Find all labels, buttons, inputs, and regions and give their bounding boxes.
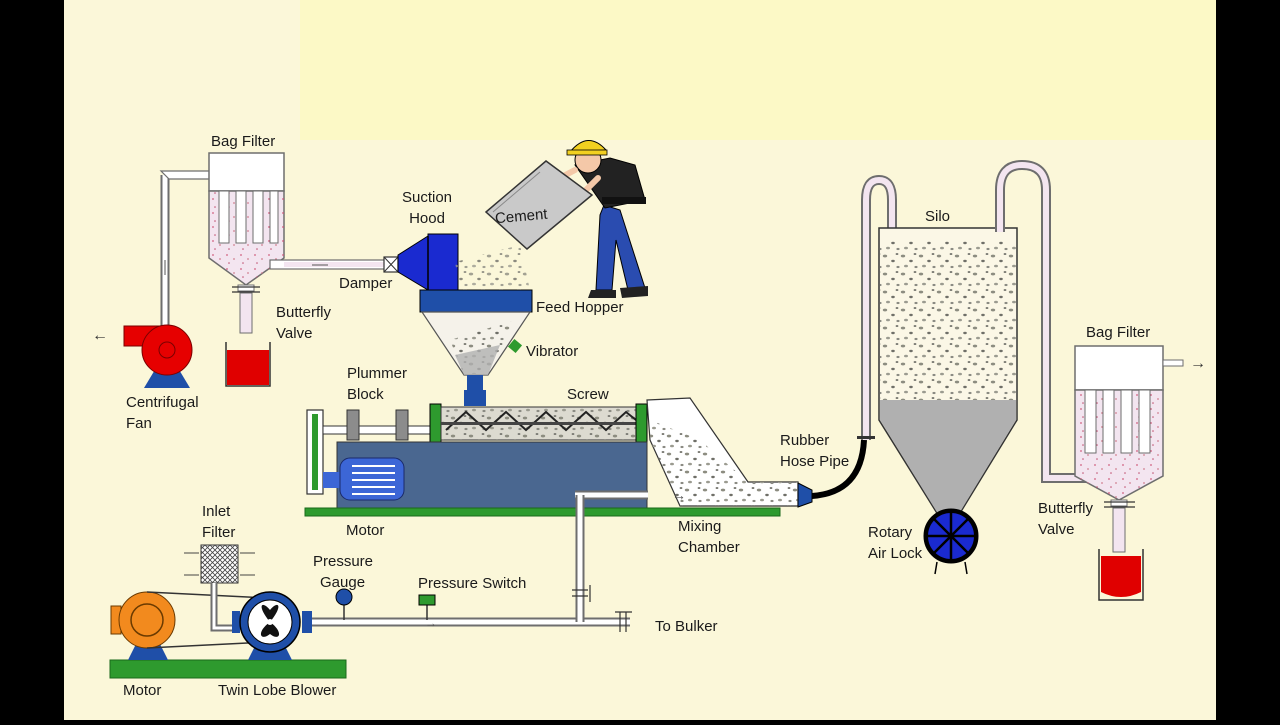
label-pressure-switch: Pressure Switch bbox=[418, 575, 527, 592]
background-top-band bbox=[300, 0, 1216, 140]
inlet-filter bbox=[184, 544, 255, 632]
label-bag-filter-left: Bag Filter bbox=[211, 133, 276, 150]
label-plummer: Plummer bbox=[347, 365, 408, 382]
label-twin-lobe-blower: Twin Lobe Blower bbox=[218, 682, 337, 699]
mixing-chamber bbox=[646, 397, 813, 508]
label-silo: Silo bbox=[925, 208, 951, 225]
rubber-hose-pipe bbox=[811, 439, 867, 499]
label-rubber: Rubber bbox=[780, 432, 830, 449]
suction-pipe bbox=[269, 259, 391, 270]
centrifugal-fan bbox=[123, 324, 193, 388]
silo-feed-pipe bbox=[857, 174, 897, 440]
suction-hood bbox=[397, 233, 459, 291]
label-hood: Hood bbox=[409, 210, 445, 227]
blower-discharge-pipe: → bbox=[312, 495, 632, 632]
bag-filter-right bbox=[1074, 345, 1184, 553]
label-rotary: Rotary bbox=[868, 524, 913, 541]
right-collection-bin bbox=[1098, 549, 1144, 601]
label-bag-filter-right: Bag Filter bbox=[1086, 324, 1151, 341]
feed-hopper bbox=[419, 289, 533, 406]
label-pressure: Pressure bbox=[313, 553, 374, 570]
label-suction: Suction bbox=[401, 189, 453, 206]
svg-text:→: → bbox=[425, 616, 437, 630]
left-collection-bin bbox=[225, 342, 271, 387]
label-chamber: Chamber bbox=[678, 539, 740, 556]
label-filter: Filter bbox=[202, 524, 236, 541]
label-feed-hopper: Feed Hopper bbox=[536, 299, 624, 316]
label-motor-upper: Motor bbox=[346, 522, 385, 539]
label-gauge: Gauge bbox=[320, 574, 366, 591]
label-butterfly-valve-right-2: Valve bbox=[1038, 521, 1075, 538]
label-vibrator: Vibrator bbox=[526, 343, 579, 360]
worker bbox=[544, 140, 648, 298]
damper-valve bbox=[383, 256, 399, 273]
pressure-gauge bbox=[335, 588, 353, 620]
base-plate bbox=[109, 659, 347, 679]
vibrator bbox=[507, 338, 523, 354]
cement-bag bbox=[484, 160, 594, 250]
motor-lower bbox=[110, 591, 269, 660]
label-screw: Screw bbox=[567, 386, 609, 403]
dust-stream bbox=[455, 245, 530, 290]
exhaust-arrow-right: → bbox=[1190, 355, 1206, 372]
label-air-lock: Air Lock bbox=[868, 545, 923, 562]
silo bbox=[878, 227, 1018, 519]
label-centrifugal: Centrifugal bbox=[126, 394, 199, 411]
label-motor-lower: Motor bbox=[123, 682, 162, 699]
exhaust-arrow-left: ← bbox=[92, 327, 108, 344]
motor-upper bbox=[323, 457, 405, 501]
label-inlet: Inlet bbox=[202, 503, 231, 520]
label-block: Block bbox=[347, 386, 384, 403]
rotary-air-lock bbox=[923, 508, 979, 575]
bag-filter-left bbox=[208, 152, 285, 334]
label-butterfly-valve-right-1: Butterfly bbox=[1038, 500, 1094, 517]
label-mixing: Mixing bbox=[678, 518, 722, 535]
label-fan: Fan bbox=[126, 415, 152, 432]
airflow-arrow: → bbox=[672, 487, 686, 503]
pressure-switch bbox=[418, 594, 436, 620]
label-hose-pipe: Hose Pipe bbox=[780, 453, 850, 470]
label-butterfly-valve-left-1: Butterfly bbox=[276, 304, 332, 321]
label-damper: Damper bbox=[339, 275, 393, 292]
label-butterfly-valve-left-2: Valve bbox=[276, 325, 313, 342]
label-to-bulker: To Bulker bbox=[655, 618, 718, 635]
silo-vent-pipe bbox=[995, 159, 1090, 483]
twin-lobe-blower bbox=[232, 591, 312, 660]
